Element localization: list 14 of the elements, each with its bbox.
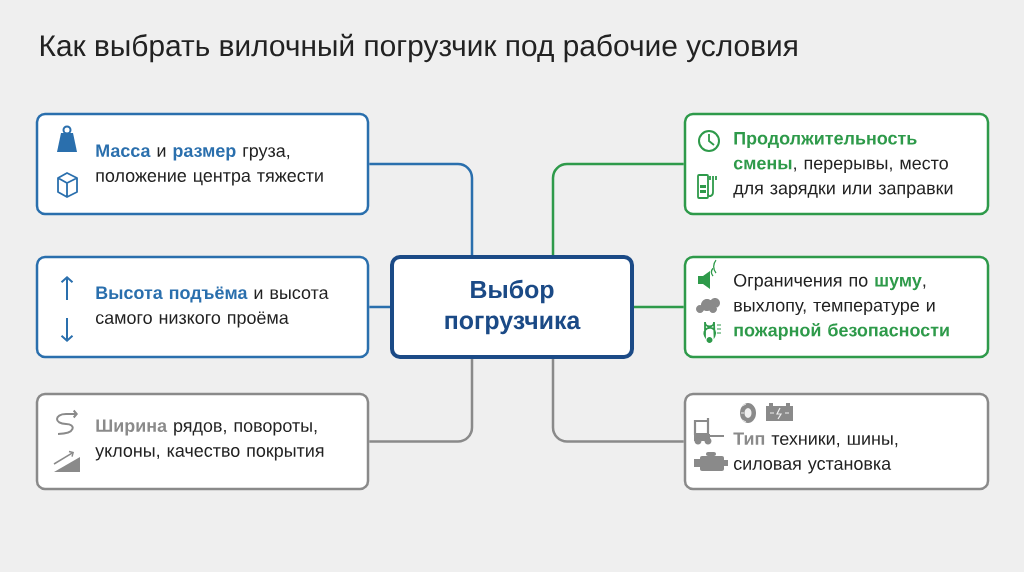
info-box: Продолжительность смены, перерывы, место для зарядки или заправки (683, 112, 990, 216)
connector-line (551, 359, 684, 443)
connector-line (369, 305, 390, 309)
connector-line (369, 162, 474, 255)
info-box: Масса и размер груза, положение центра тяжести (35, 112, 370, 216)
connector-line (551, 162, 684, 255)
info-box: Ширина рядов, повороты, уклоны, качество покрытия (35, 392, 370, 491)
info-box: Тип техники, шины, силовая установка (683, 392, 990, 491)
info-box: Высота подъёма и высота самого низкого проёма (35, 255, 370, 359)
title: Как выбрать вилочный погрузчик под рабочие условия (41, 33, 797, 63)
central-box: Выбор погрузчика (390, 255, 634, 359)
info-box: Ограничения по шуму, выхлопу, температуре и пожарной безопасности (683, 255, 990, 359)
connector-line (369, 359, 474, 443)
connector-line (634, 305, 684, 309)
